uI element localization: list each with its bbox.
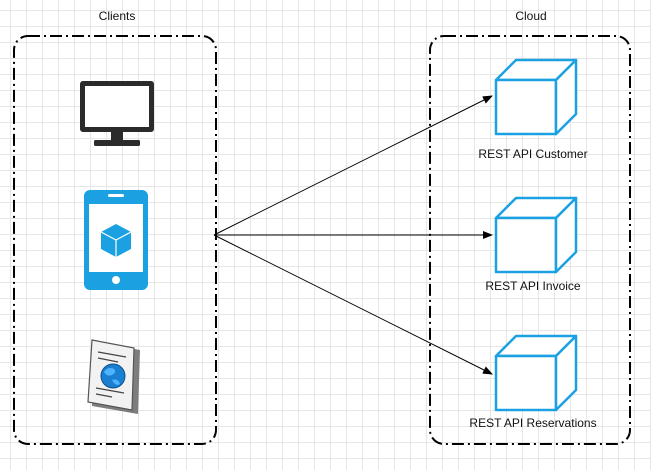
mobile-phone-app-icon[interactable] bbox=[84, 190, 148, 290]
cloud-container[interactable] bbox=[429, 35, 631, 445]
service-label-reservations: REST API Reservations bbox=[469, 416, 597, 430]
cube-icon[interactable] bbox=[494, 334, 578, 412]
clients-group-label: Clients bbox=[98, 9, 136, 23]
cloud-group-label: Cloud bbox=[515, 9, 547, 23]
edge-to-reservations[interactable] bbox=[213, 234, 493, 375]
cube-icon[interactable] bbox=[494, 58, 578, 136]
service-label-customer: REST API Customer bbox=[478, 147, 588, 161]
clients-container[interactable] bbox=[13, 35, 217, 445]
web-document-globe-icon[interactable] bbox=[87, 339, 140, 414]
cube-icon[interactable] bbox=[494, 196, 578, 274]
service-label-invoice: REST API Invoice bbox=[485, 279, 581, 293]
edge-to-customer[interactable] bbox=[213, 95, 493, 236]
desktop-monitor-icon[interactable] bbox=[80, 81, 154, 146]
